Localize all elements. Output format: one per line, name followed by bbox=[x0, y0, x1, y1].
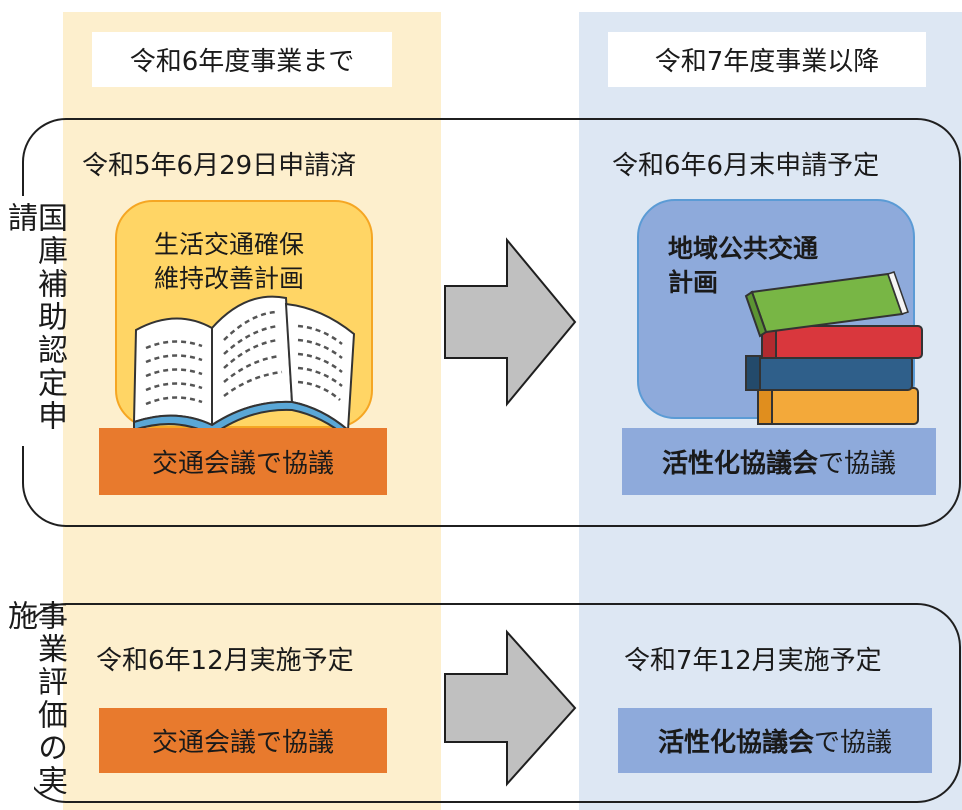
evaluation-right-tag-bold: 活性化協議会 bbox=[657, 728, 814, 758]
right-column-title: 令和7年度事業以降 bbox=[608, 32, 926, 87]
right-arrow-icon bbox=[444, 237, 577, 407]
evaluation-right-tag-rest: で協議 bbox=[814, 728, 893, 758]
subsidy-left-heading: 令和5年6月29日申請済 bbox=[82, 151, 357, 181]
right-plan-title: 地域公共交通 計画 bbox=[668, 234, 819, 297]
open-book-icon bbox=[132, 295, 356, 440]
left-plan-title: 生活交通確保 維持改善計画 bbox=[154, 230, 305, 293]
subsidy-left-tag: 交通会議で協議 bbox=[99, 428, 387, 495]
evaluation-row-label: 事業評価の実施 bbox=[2, 600, 67, 798]
subsidy-right-tag-bold: 活性化協議会 bbox=[661, 449, 818, 479]
subsidy-right-heading: 令和6年6月末申請予定 bbox=[612, 151, 880, 181]
subsidy-right-tag: 活性化協議会で協議 bbox=[622, 428, 936, 495]
evaluation-left-tag: 交通会議で協議 bbox=[99, 708, 387, 773]
evaluation-right-heading: 令和7年12月実施予定 bbox=[624, 646, 882, 676]
evaluation-left-heading: 令和6年12月実施予定 bbox=[96, 646, 354, 676]
right-arrow-icon bbox=[444, 629, 577, 787]
left-column-title: 令和6年度事業まで bbox=[92, 32, 392, 87]
evaluation-right-tag: 活性化協議会で協議 bbox=[618, 708, 932, 773]
subsidy-row-label: 国庫補助認定申請 bbox=[2, 202, 67, 433]
subsidy-right-tag-rest: で協議 bbox=[818, 449, 897, 479]
book-stack-icon bbox=[744, 271, 923, 425]
